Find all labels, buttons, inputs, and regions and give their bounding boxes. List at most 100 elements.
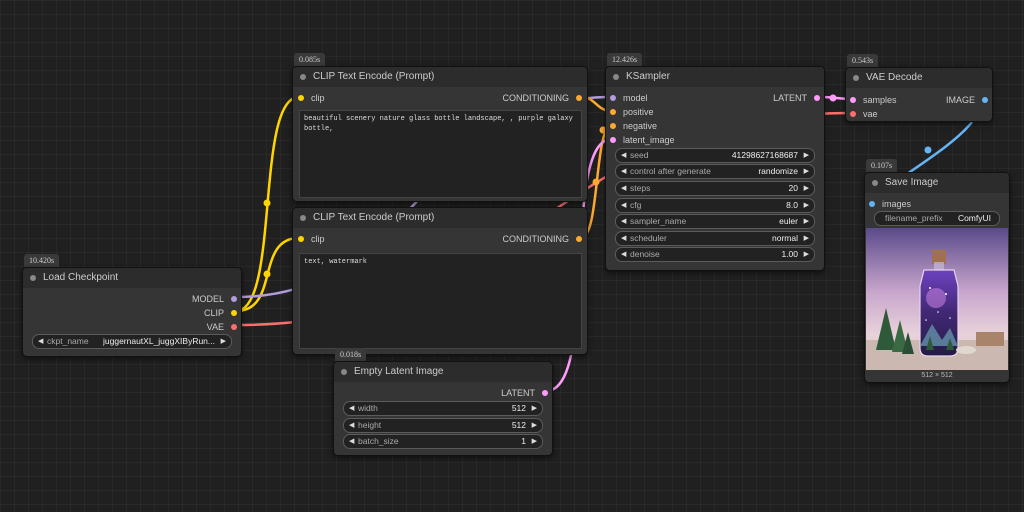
slot-dot-icon[interactable] xyxy=(610,137,616,143)
increment-arrow-icon[interactable]: ▶ xyxy=(803,235,809,242)
image-preview[interactable] xyxy=(866,228,1008,370)
increment-arrow-icon[interactable]: ▶ xyxy=(803,202,809,209)
output-slot-latent[interactable]: LATENT xyxy=(773,92,820,104)
reroute-dot xyxy=(263,199,271,207)
slot-dot-icon[interactable] xyxy=(982,97,988,103)
collapse-dot-icon[interactable] xyxy=(613,74,619,80)
slot-dot-icon[interactable] xyxy=(231,324,237,330)
node-title-bar[interactable]: Empty Latent Image xyxy=(334,362,552,382)
ksampler-node[interactable]: KSampler model positive negative latent_… xyxy=(605,66,825,271)
load-checkpoint-node[interactable]: Load Checkpoint MODEL CLIP VAE ◀ckpt_nam… xyxy=(22,267,242,357)
increment-arrow-icon[interactable]: ▶ xyxy=(803,152,809,159)
collapse-dot-icon[interactable] xyxy=(30,275,36,281)
output-slot-image[interactable]: IMAGE xyxy=(946,94,988,106)
decrement-arrow-icon[interactable]: ◀ xyxy=(621,251,627,258)
vae-decode-node[interactable]: VAE Decode samples vae IMAGE xyxy=(845,67,993,122)
input-slot-model[interactable]: model xyxy=(610,92,648,104)
slot-dot-icon[interactable] xyxy=(850,111,856,117)
widget-value: euler xyxy=(779,216,798,226)
decrement-arrow-icon[interactable]: ◀ xyxy=(621,152,627,159)
collapse-dot-icon[interactable] xyxy=(853,75,859,81)
widget-value: 1.00 xyxy=(781,249,798,259)
clip-text-encode-positive-node[interactable]: CLIP Text Encode (Prompt) clip CONDITION… xyxy=(292,66,588,202)
widget-label: filename_prefix xyxy=(885,213,943,223)
decrement-arrow-icon[interactable]: ◀ xyxy=(621,185,627,192)
increment-arrow-icon[interactable]: ▶ xyxy=(531,438,537,445)
increment-arrow-icon[interactable]: ▶ xyxy=(803,251,809,258)
decrement-arrow-icon[interactable]: ◀ xyxy=(349,422,355,429)
slot-dot-icon[interactable] xyxy=(298,95,304,101)
input-slot-negative[interactable]: negative xyxy=(610,120,657,132)
input-slot-positive[interactable]: positive xyxy=(610,106,654,118)
widget-label: scheduler xyxy=(630,233,667,243)
slot-dot-icon[interactable] xyxy=(869,201,875,207)
collapse-dot-icon[interactable] xyxy=(341,369,347,375)
input-slot-latent-image[interactable]: latent_image xyxy=(610,134,675,146)
collapse-dot-icon[interactable] xyxy=(872,180,878,186)
reroute-dot xyxy=(829,94,837,102)
input-slot-images[interactable]: images xyxy=(869,198,911,210)
widget-value: 512 xyxy=(511,420,526,430)
prompt-textarea[interactable]: text, watermark xyxy=(299,253,582,349)
image-size-label: 512 × 512 xyxy=(921,372,953,379)
increment-arrow-icon[interactable]: ▶ xyxy=(803,185,809,192)
slot-dot-icon[interactable] xyxy=(610,95,616,101)
slot-dot-icon[interactable] xyxy=(610,123,616,129)
slot-dot-icon[interactable] xyxy=(231,310,237,316)
decrement-arrow-icon[interactable]: ◀ xyxy=(621,168,627,175)
output-slot-clip[interactable]: CLIP xyxy=(204,307,237,319)
slot-dot-icon[interactable] xyxy=(576,95,582,101)
prompt-textarea[interactable]: beautiful scenery nature glass bottle la… xyxy=(299,110,582,198)
decrement-arrow-icon[interactable]: ◀ xyxy=(38,338,44,345)
decrement-arrow-icon[interactable]: ◀ xyxy=(621,202,627,209)
node-title-bar[interactable]: CLIP Text Encode (Prompt) xyxy=(293,208,587,228)
slot-dot-icon[interactable] xyxy=(231,296,237,302)
increment-arrow-icon[interactable]: ▶ xyxy=(803,218,809,225)
output-slot-model[interactable]: MODEL xyxy=(192,293,237,305)
clip-text-encode-negative-node[interactable]: CLIP Text Encode (Prompt) clip CONDITION… xyxy=(292,207,588,355)
node-title-bar[interactable]: Save Image xyxy=(865,173,1009,193)
decrement-arrow-icon[interactable]: ◀ xyxy=(349,405,355,412)
input-slot-clip[interactable]: clip xyxy=(298,92,325,104)
decrement-arrow-icon[interactable]: ◀ xyxy=(621,235,627,242)
increment-arrow-icon[interactable]: ▶ xyxy=(531,422,537,429)
node-title-bar[interactable]: Load Checkpoint xyxy=(23,268,241,288)
output-slot-conditioning[interactable]: CONDITIONING xyxy=(503,233,582,245)
decrement-arrow-icon[interactable]: ◀ xyxy=(349,438,355,445)
output-slot-latent[interactable]: LATENT xyxy=(501,387,548,399)
slot-dot-icon[interactable] xyxy=(542,390,548,396)
increment-arrow-icon[interactable]: ▶ xyxy=(220,338,226,345)
increment-arrow-icon[interactable]: ▶ xyxy=(803,168,809,175)
slot-dot-icon[interactable] xyxy=(610,109,616,115)
slot-dot-icon[interactable] xyxy=(576,236,582,242)
output-slot-vae[interactable]: VAE xyxy=(207,321,237,333)
node-title-bar[interactable]: VAE Decode xyxy=(846,68,992,88)
slot-dot-icon[interactable] xyxy=(850,97,856,103)
node-title-bar[interactable]: KSampler xyxy=(606,67,824,87)
increment-arrow-icon[interactable]: ▶ xyxy=(531,405,537,412)
input-slot-vae[interactable]: vae xyxy=(850,108,878,120)
slot-dot-icon[interactable] xyxy=(298,236,304,242)
input-slot-samples[interactable]: samples xyxy=(850,94,897,106)
input-slot-clip[interactable]: clip xyxy=(298,233,325,245)
collapse-dot-icon[interactable] xyxy=(300,215,306,221)
node-title-bar[interactable]: CLIP Text Encode (Prompt) xyxy=(293,67,587,87)
slot-dot-icon[interactable] xyxy=(814,95,820,101)
output-slot-conditioning[interactable]: CONDITIONING xyxy=(503,92,582,104)
decrement-arrow-icon[interactable]: ◀ xyxy=(621,218,627,225)
collapse-dot-icon[interactable] xyxy=(300,74,306,80)
